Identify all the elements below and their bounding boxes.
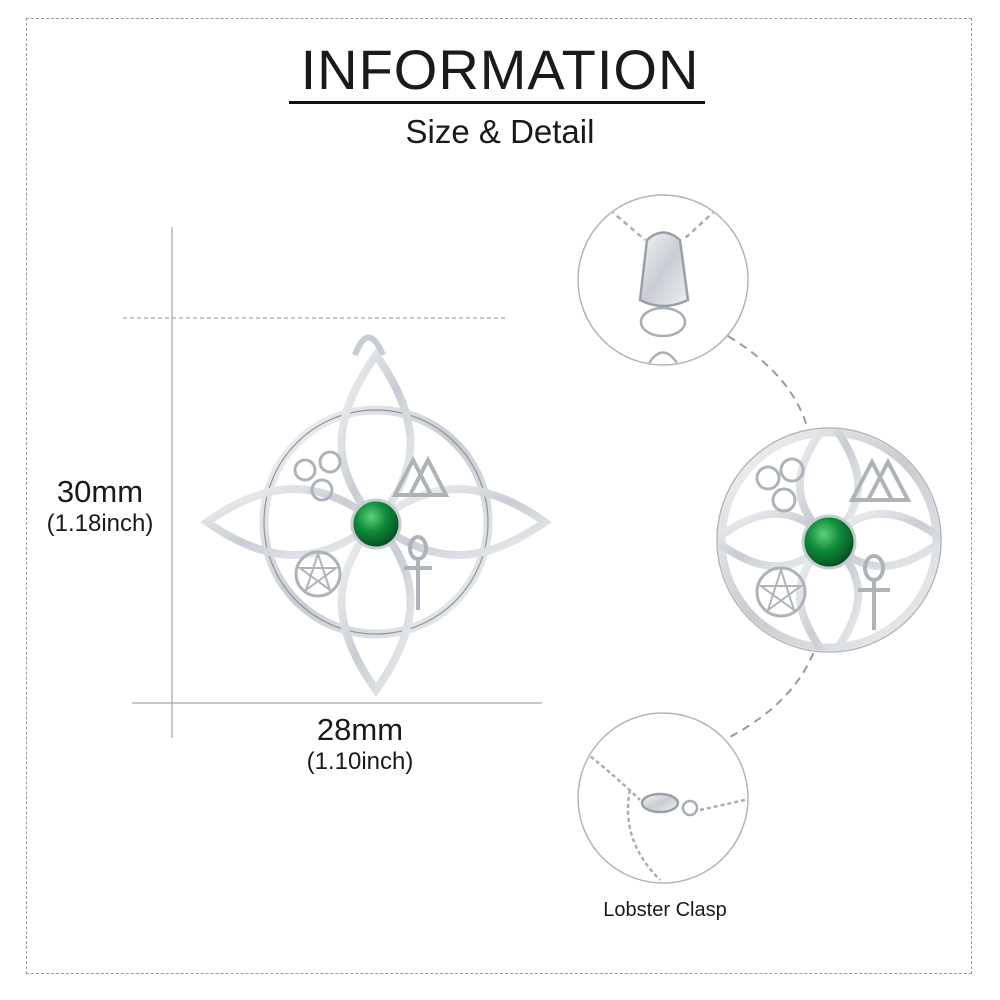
height-mm-label: 30mm: [56, 474, 144, 509]
lobster-clasp-icon: [640, 792, 680, 814]
bail-closeup-icon: [638, 231, 690, 308]
measure-lines: [123, 227, 542, 738]
title-underline: [289, 101, 705, 104]
valknut-symbol: [391, 455, 450, 497]
ankh-symbol: [404, 535, 432, 610]
dashed-frame: [26, 18, 972, 974]
page-title: INFORMATION: [300, 38, 700, 101]
height-dimension: 30mm (1.18inch): [30, 474, 170, 538]
width-dimension: 28mm (1.10inch): [270, 712, 450, 776]
height-inch-label: (1.18inch): [46, 510, 154, 537]
emerald-gem: [350, 498, 402, 550]
detail-pendant-circle: [716, 427, 942, 653]
page-subtitle: Size & Detail: [405, 113, 595, 150]
width-mm-label: 28mm: [316, 712, 404, 747]
triskele-symbol: [293, 450, 342, 502]
connector-top: [727, 335, 811, 441]
detail-bail-circle: [577, 194, 749, 366]
detail-clasp-circle: [577, 712, 749, 884]
pendant-bail: [352, 334, 386, 357]
connector-bottom: [727, 639, 819, 739]
clasp-caption: Lobster Clasp: [603, 899, 727, 921]
width-inch-label: (1.10inch): [306, 748, 414, 775]
pendant-main: [200, 334, 552, 697]
pentacle-symbol: [294, 550, 342, 598]
emerald-closeup-icon: [801, 514, 857, 570]
